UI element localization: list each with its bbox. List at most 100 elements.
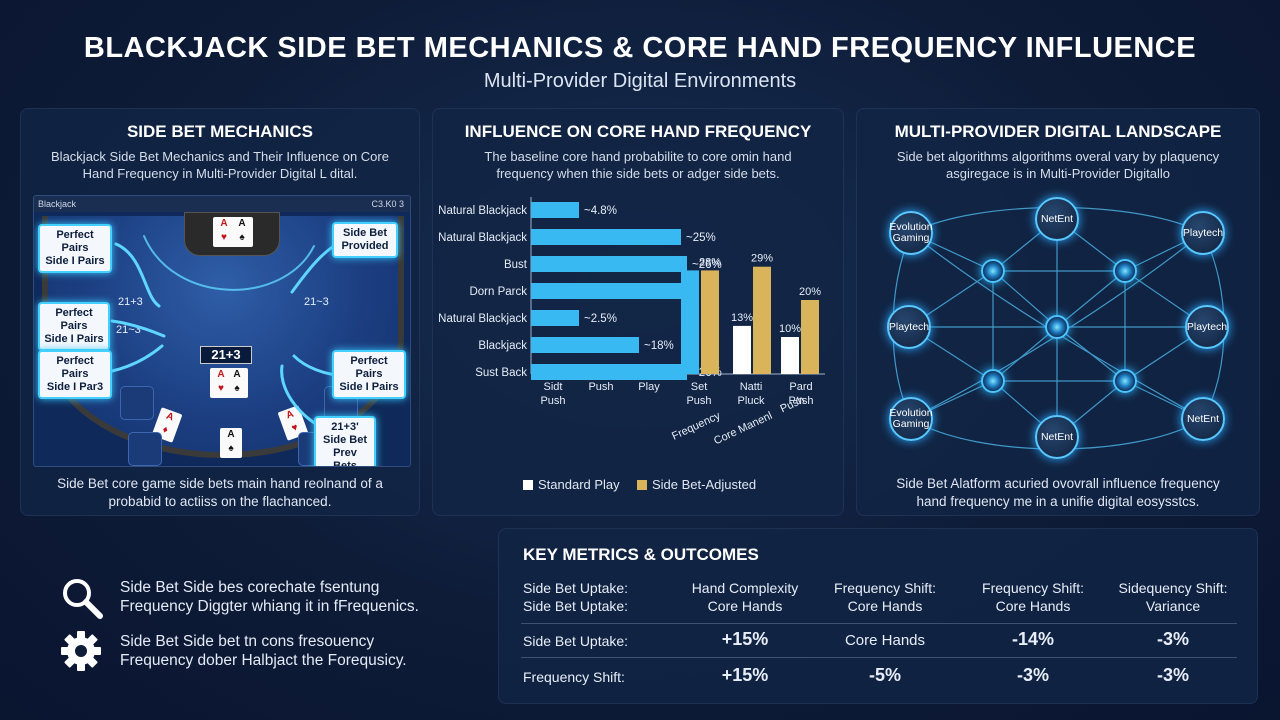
vbar-bar <box>781 337 799 374</box>
perfect-pairs-label-low: Perfect Pairs Side I Par3 <box>38 350 112 399</box>
hbar-value-label: ~18% <box>644 340 674 352</box>
vbar-value-label: 29% <box>751 253 773 265</box>
side-note-line: Frequency dober Halbjact the Forequsicy. <box>120 652 407 669</box>
metric-header-col-4: Frequency Shift: Core Hands <box>963 579 1103 615</box>
legend-swatch <box>523 480 533 490</box>
x-tick-label: Pard <box>789 381 812 393</box>
side-note-1: Side Bet Side bes corechate fsentung Fre… <box>120 578 419 616</box>
core-hand-frequency-panel: INFLUENCE ON CORE HAND FREQUENCY The bas… <box>432 108 844 516</box>
legend-label: Standard Play <box>538 477 620 492</box>
header-line: Sidequency Shift: <box>1118 580 1228 596</box>
x-tick-label: Push <box>686 395 711 407</box>
frequency-chart: Natural Blackjack~4.8%Natural Blackjack~… <box>438 197 825 447</box>
desc-line: Blackjack Side Bet Mechanics and Their I… <box>51 149 389 164</box>
hbar-bar <box>531 229 681 245</box>
vbar-bar <box>753 266 771 374</box>
metric-row-1-col-4: -14% <box>1011 629 1055 649</box>
provider-node-bot-right: NetEnt <box>1181 397 1225 441</box>
metric-header-col-3: Frequency Shift:Core Hands <box>815 579 955 615</box>
perfect-pairs-label-right: Perfect Pairs Side I Pairs <box>332 350 406 399</box>
dealer-card-ace-spades: A♠ <box>231 217 253 247</box>
blackjack-table-screenshot: Blackjack C3.K0 3 A♥ A♠ 21+3 A♥ A♠ A♦ A♠… <box>33 195 411 467</box>
vbar-value-label: 13% <box>731 312 753 324</box>
header-line: Core Hands <box>995 598 1071 614</box>
x-tick-label: Push <box>540 395 565 407</box>
rotated-axis-label: Push <box>778 394 806 415</box>
key-metrics-panel: KEY METRICS & OUTCOMES Side Bet Uptake: S… <box>498 528 1258 704</box>
header-line: Core Hands <box>707 598 783 614</box>
seat-spot <box>128 432 162 466</box>
desc-line: Side bet algorithms algorithms overal va… <box>896 149 1220 164</box>
desc-line: asgiregace is in Multi-Provider Digitall… <box>946 166 1170 181</box>
provider-node-top: NetEnt <box>1035 197 1079 241</box>
network-hub-node <box>1113 259 1137 283</box>
label-line: Perfect Pairs <box>56 355 94 380</box>
dealer-tray: A♥ A♠ <box>184 212 280 256</box>
hbar-category-label: Natural Blackjack <box>438 232 527 244</box>
table-header-left: Blackjack <box>38 199 77 209</box>
header-line: Variance <box>1145 598 1201 614</box>
panel-heading: INFLUENCE ON CORE HAND FREQUENCY <box>464 122 812 141</box>
desc-line: The baseline core hand probabilite to co… <box>484 149 792 164</box>
x-tick-label: Pluck <box>738 395 765 407</box>
hbar-value-label: ~4.8% <box>584 205 617 217</box>
panel-description: Side bet algorithms algorithms overal va… <box>857 148 1259 182</box>
header-line: Side Bet Uptake: <box>523 580 629 596</box>
side-note-line: Frequency Diggter whiang it in fFrequeni… <box>120 598 419 615</box>
metric-row-1-label: Side Bet Uptake: <box>523 633 629 649</box>
provider-node-mid-right: Playtech <box>1185 305 1229 349</box>
provider-node-bot-mid: NetEnt <box>1035 415 1079 459</box>
x-tick-label: Sidt <box>544 381 563 393</box>
metric-row-2-col-4: -3% <box>1016 665 1049 685</box>
metric-row-1-col-3: Core Hands <box>844 632 926 649</box>
footnote-line: Side Bet core game side bets main hand r… <box>57 476 383 491</box>
panel-footnote: Side Bet Alatform acuried ovovrall influ… <box>857 475 1259 511</box>
label-line: Side I Par3 <box>46 381 104 393</box>
side-note-line: Side Bet Side bet tn cons fresouency <box>120 633 375 650</box>
network-hub-node <box>1113 369 1137 393</box>
label-line: Side Bet <box>342 227 387 239</box>
rotated-axis-label: Core Manenl <box>712 410 774 447</box>
provider-node-top-right: Playtech <box>1181 211 1225 255</box>
provider-node-bot-left: Evolution Gaming <box>889 397 933 441</box>
label-line: 21+3' <box>331 421 359 433</box>
metric-row-2-label: Frequency Shift: <box>523 669 625 685</box>
multi-provider-panel: MULTI-PROVIDER DIGITAL LANDSCAPE Side be… <box>856 108 1260 516</box>
metric-header-col-5: Sidequency Shift: Variance <box>1103 579 1243 615</box>
footnote-line: probabid to actiiss on the flachanced. <box>108 494 332 509</box>
row-divider <box>521 657 1237 658</box>
header-line: Core Hands <box>847 598 923 614</box>
magnifier-icon <box>60 576 104 625</box>
legend-label: Side Bet-Adjusted <box>652 477 757 492</box>
hbar-category-label: Bust <box>504 259 528 271</box>
x-tick-label: Push <box>588 381 613 393</box>
header-line: Frequency Shift: <box>982 580 1084 596</box>
network-hub-node <box>981 369 1005 393</box>
hbar-bar <box>531 202 579 218</box>
side-note-2: Side Bet Side bet tn cons fresouency Fre… <box>120 632 407 670</box>
side-bet-213-right: 21~3 <box>304 296 329 308</box>
center-side-bet-label: 21+3 <box>200 346 252 364</box>
hbar-bar <box>531 310 579 326</box>
metric-row-1-col-2: +15% <box>721 629 769 649</box>
table-header-bar: Blackjack C3.K0 3 <box>34 196 410 212</box>
desc-line: frequency when thie side bets or adger s… <box>496 166 780 181</box>
side-bet-provided-label: Side Bet Provided <box>332 222 398 258</box>
legend-standard: Standard Play <box>523 477 620 492</box>
panel-heading: KEY METRICS & OUTCOMES <box>523 545 759 564</box>
hbar-bar <box>531 364 687 380</box>
player-card-ace-spades: A♠ <box>226 368 248 398</box>
hbar-bar <box>531 337 639 353</box>
panel-heading: SIDE BET MECHANICS <box>126 122 314 141</box>
label-line: Perfect Pairs <box>350 355 388 380</box>
x-tick-label: Play <box>638 381 660 393</box>
hbar-value-label: ~25% <box>686 232 716 244</box>
legend-swatch <box>637 480 647 490</box>
vbar-bar <box>681 270 699 374</box>
hbar-category-label: Blackjack <box>478 340 527 352</box>
x-tick-label: Natti <box>740 381 763 393</box>
hbar-value-label: ~2.5% <box>584 313 617 325</box>
center-card: A♠ <box>220 428 242 458</box>
dealer-card-ace-hearts: A♥ <box>213 217 235 247</box>
page-subtitle: Multi-Provider Digital Environments <box>483 70 797 92</box>
